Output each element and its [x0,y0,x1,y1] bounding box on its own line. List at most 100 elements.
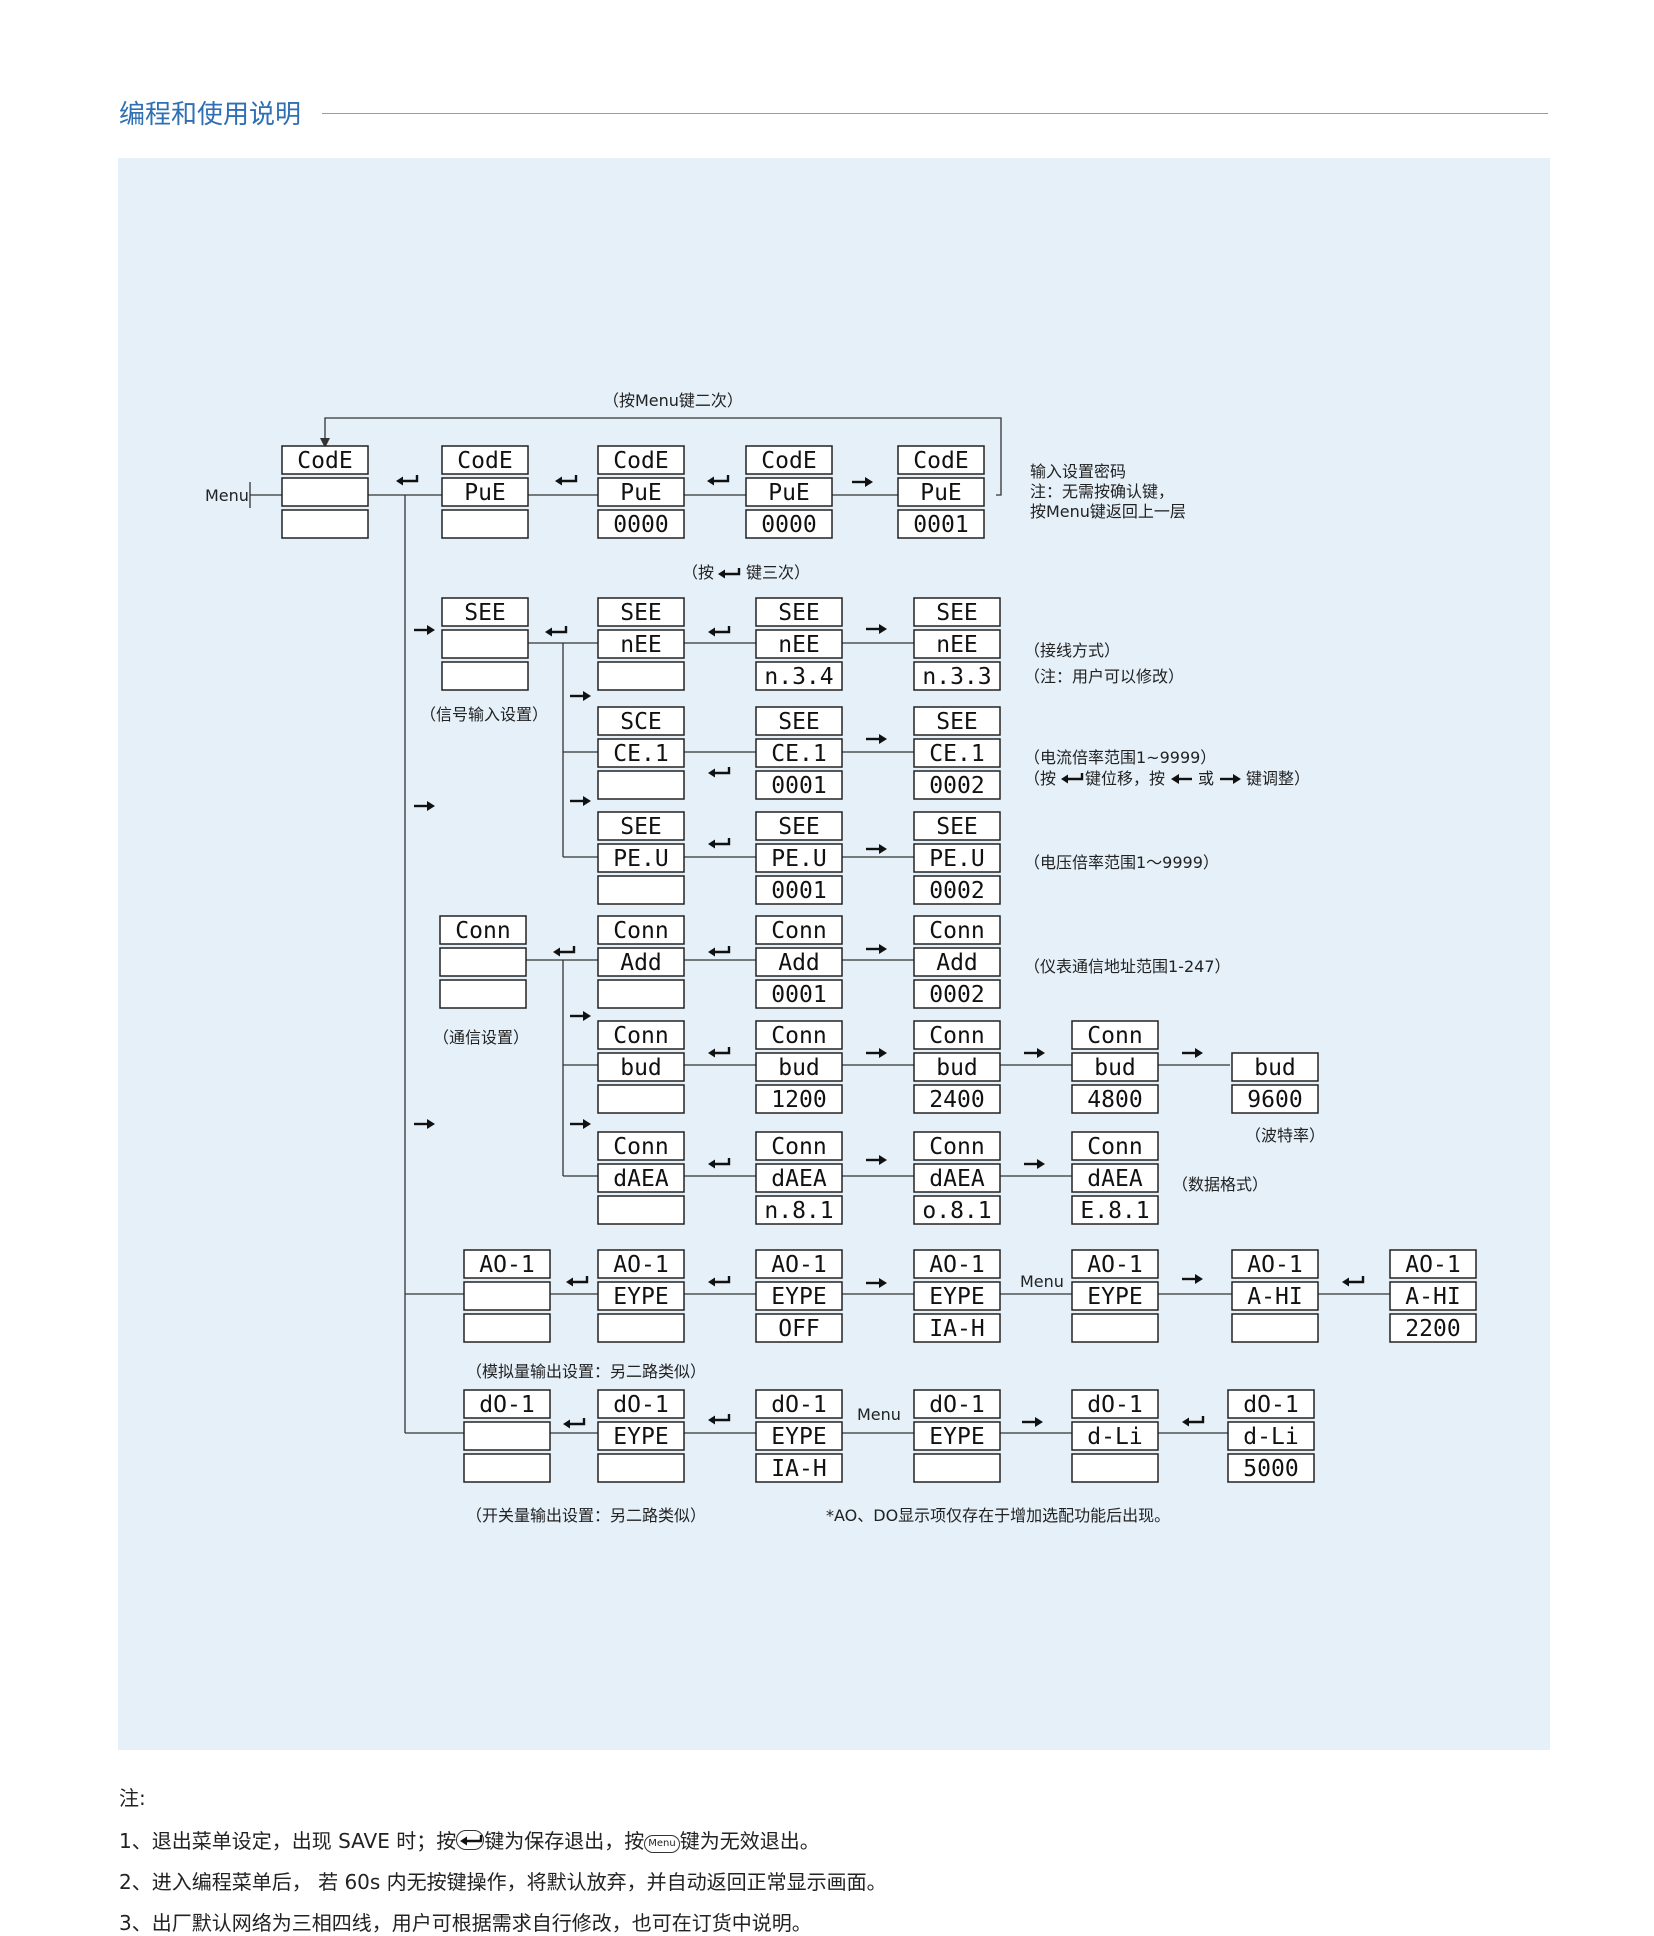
right-arrow-icon [412,799,437,813]
right-arrow-icon [568,1117,593,1131]
lcd-row-box [755,1249,843,1279]
lcd-row-text: EYPE [1087,1284,1142,1310]
lcd-row-box [1071,1020,1159,1050]
lcd-row-box [755,1131,843,1161]
lcd-row-box [913,1453,1001,1483]
right-arrow-icon [1022,1157,1047,1171]
lcd-row-box [1231,1281,1319,1311]
lcd-row-text: d-Li [1087,1424,1142,1450]
lcd-row-box [597,1020,685,1050]
lcd-row-box [1231,1249,1319,1279]
lcd-row-text: EYPE [771,1284,826,1310]
lcd-row-text: n.3.4 [764,664,833,690]
label-switch-output: （开关量输出设置：另二路类似） [466,1506,706,1525]
enter-key-icon [706,1412,731,1426]
label-password-note1: 注：无需按确认键， [1030,482,1174,501]
enter-key-icon [543,624,568,638]
connector-lines [249,417,1390,1434]
lcd-row-text: 2200 [1405,1316,1460,1342]
label-wiring-note: （注：用户可以修改） [1024,667,1184,686]
right-arrow-icon [864,622,889,636]
lcd-row-text: PuE [920,480,962,506]
lcd-row-text: AO-1 [1247,1252,1302,1278]
lcd-row-text: 0001 [771,878,826,904]
lcd-row-box [597,1313,685,1343]
lcd-row-box [745,509,833,539]
lcd-row-box [913,661,1001,691]
lcd-row-box [755,1421,843,1451]
lcd-row-box [441,445,529,475]
lcd-row-text: PuE [768,480,810,506]
left-arrow-icon [1169,772,1194,786]
lcd-row-text: Conn [929,1134,984,1160]
enter-key-icon [394,473,419,487]
lcd-row-text: SCE [620,709,662,735]
lcd-row-box [439,947,527,977]
lcd-row-box [755,1052,843,1082]
lcd-row-box [463,1453,551,1483]
lcd-row-text: PE.U [929,846,984,872]
lcd-row-box [1071,1389,1159,1419]
lcd-row-box [913,875,1001,905]
right-arrow-icon [864,942,889,956]
label-password-note2: 按Menu键返回上一层 [1030,502,1186,521]
lcd-row-text: SEE [936,814,978,840]
label-ct-range: （电流倍率范围1~9999） [1024,748,1216,767]
menu-label: Menu [205,486,249,505]
lcd-row-box [755,1020,843,1050]
lcd-row-box [597,1195,685,1225]
lcd-row-text: AO-1 [771,1252,826,1278]
lcd-row-text: CodE [761,448,816,474]
lcd-row-text: 4800 [1087,1087,1142,1113]
lcd-row-text: OFF [778,1316,820,1342]
lcd-row-text: 1200 [771,1087,826,1113]
lcd-row-text: Conn [455,918,510,944]
lcd-screen-s6: SEE [441,597,529,691]
lcd-row-box [755,1389,843,1419]
lcd-row-box [597,661,685,691]
right-arrow-icon [1218,772,1243,786]
lcd-row-text: 0002 [929,982,984,1008]
lcd-row-text: AO-1 [479,1252,534,1278]
lcd-row-text: SEE [620,600,662,626]
lcd-row-box [281,509,369,539]
right-arrow-icon [864,1276,889,1290]
lcd-row-box [755,1195,843,1225]
lcd-row-box [597,811,685,841]
lcd-row-text: n.3.3 [922,664,991,690]
lcd-row-text: dO-1 [771,1392,826,1418]
lcd-row-text: Add [936,950,978,976]
lcd-row-text: Conn [613,1134,668,1160]
lcd-row-box [1389,1313,1477,1343]
lcd-row-text: SEE [778,709,820,735]
label-or: 或 [1198,769,1214,788]
lcd-row-box [1227,1389,1315,1419]
lcd-row-box [913,1421,1001,1451]
lcd-row-text: bud [936,1055,978,1081]
lcd-row-text: 0001 [771,982,826,1008]
enter-key-icon [551,944,576,958]
lcd-row-text: PE.U [771,846,826,872]
lcd-row-box [755,915,843,945]
lcd-row-text: 5000 [1243,1456,1298,1482]
lcd-row-box [897,477,985,507]
label-three-times: 键三次） [746,563,810,582]
lcd-row-text: 0001 [771,773,826,799]
lcd-row-text: SEE [464,600,506,626]
right-arrow-icon [412,1117,437,1131]
lcd-row-text: CodE [297,448,352,474]
lcd-row-text: n.8.1 [764,1198,833,1224]
lcd-row-box [597,738,685,768]
lcd-row-box [463,1249,551,1279]
lcd-row-text: 0000 [761,512,816,538]
right-arrow-icon [864,842,889,856]
enter-key-icon [706,765,731,779]
